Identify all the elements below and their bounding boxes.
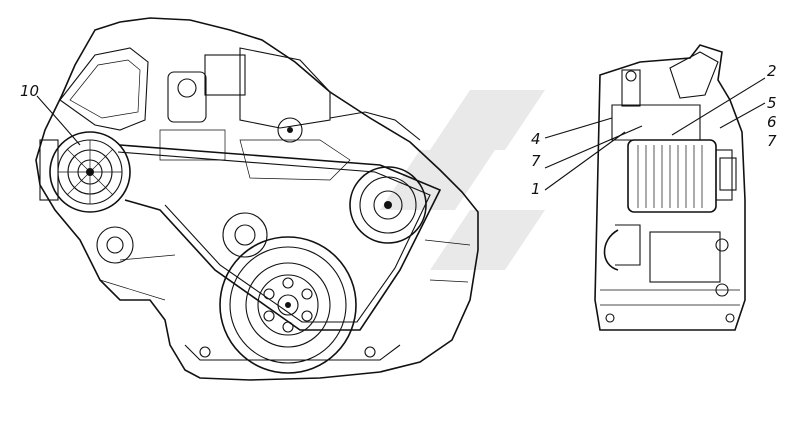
pump-pulley bbox=[349, 166, 427, 244]
callout-1: 1 bbox=[531, 180, 541, 198]
engine-front-view bbox=[35, 17, 479, 381]
engine-side-view bbox=[594, 44, 746, 331]
alternator-side bbox=[627, 139, 737, 213]
callout-4: 4 bbox=[531, 130, 541, 148]
watermark bbox=[380, 90, 545, 270]
callout-2: 2 bbox=[767, 62, 777, 80]
callout-5: 5 bbox=[767, 94, 777, 112]
callout-7-left: 7 bbox=[531, 152, 541, 170]
crankshaft-damper bbox=[219, 236, 357, 374]
callout-10: 10 bbox=[20, 82, 39, 100]
callout-7-right: 7 bbox=[767, 132, 777, 150]
alternator bbox=[39, 131, 131, 213]
callout-labels: 10 4 7 1 2 5 6 7 bbox=[20, 62, 777, 198]
callout-6: 6 bbox=[767, 113, 777, 131]
leader-lines bbox=[36, 77, 766, 191]
